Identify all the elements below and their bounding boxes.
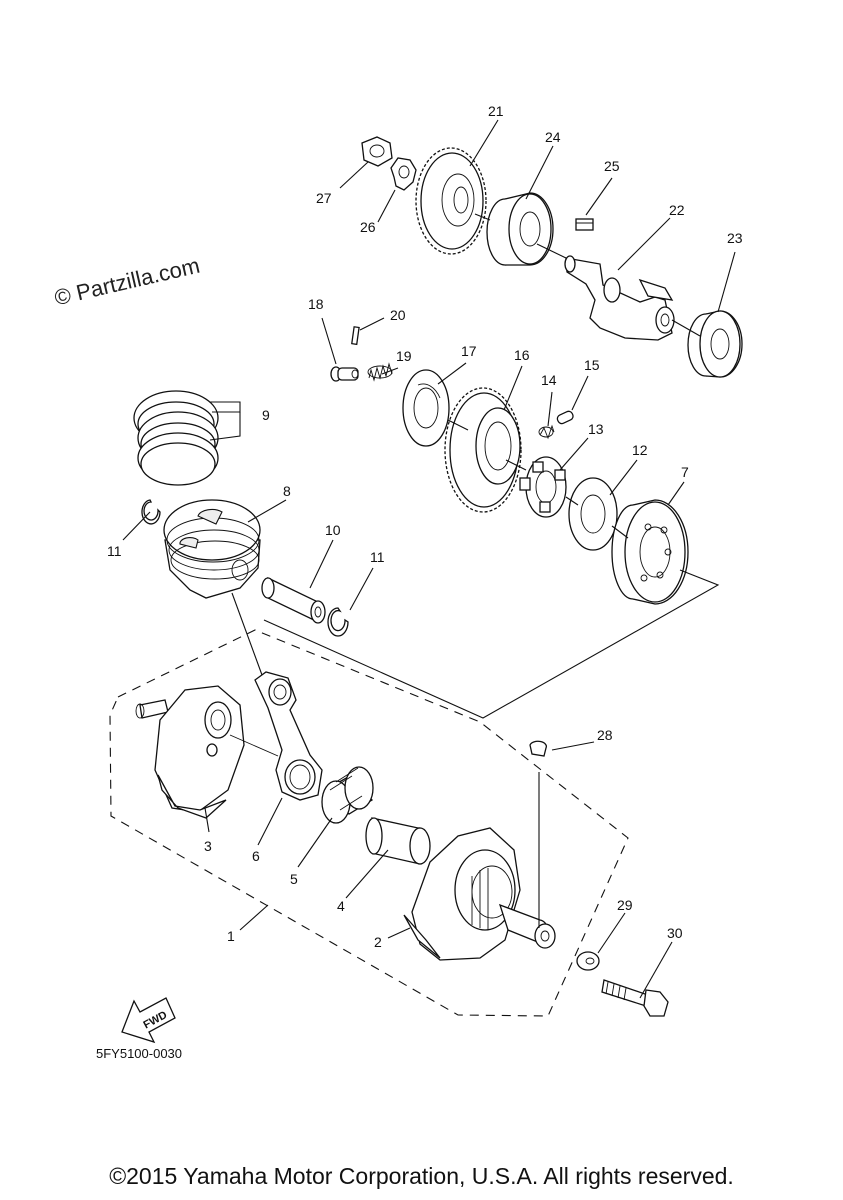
plate-17 bbox=[402, 369, 450, 447]
nut-27 bbox=[361, 136, 393, 167]
callout-15: 15 bbox=[584, 357, 600, 373]
washer-29 bbox=[576, 951, 600, 971]
callout-6: 6 bbox=[252, 848, 260, 864]
one-way-clutch-13 bbox=[519, 456, 567, 518]
callout-1: 1 bbox=[227, 928, 235, 944]
diagram-code: 5FY5100-0030 bbox=[96, 1046, 183, 1061]
clip-11b bbox=[327, 607, 349, 637]
callout-9: 9 bbox=[262, 407, 270, 423]
bolt-30 bbox=[601, 979, 669, 1017]
callout-leaders bbox=[122, 119, 736, 999]
callout-25: 25 bbox=[604, 158, 620, 174]
balancer-shaft-22 bbox=[564, 255, 675, 341]
pin-20 bbox=[351, 326, 360, 346]
plate-12 bbox=[568, 477, 618, 551]
callout-23: 23 bbox=[727, 230, 743, 246]
callout-22: 22 bbox=[669, 202, 685, 218]
crank-wheel-2 bbox=[403, 827, 556, 961]
callout-30: 30 bbox=[667, 925, 683, 941]
key-28 bbox=[529, 740, 547, 757]
bearing-23 bbox=[687, 310, 743, 378]
copyright-notice: ©2015 Yamaha Motor Corporation, U.S.A. A… bbox=[109, 1163, 734, 1189]
crank-pin-4 bbox=[365, 817, 431, 865]
callout-labels: 1 2 3 4 5 6 7 8 9 10 11 11 12 13 14 15 1… bbox=[107, 103, 743, 950]
callout-27: 27 bbox=[316, 190, 332, 206]
callout-3: 3 bbox=[204, 838, 212, 854]
balancer-gear-21 bbox=[415, 147, 487, 255]
callout-24: 24 bbox=[545, 129, 561, 145]
callout-16: 16 bbox=[514, 347, 530, 363]
crank-wheel-3 bbox=[135, 685, 279, 819]
spring-14 bbox=[538, 424, 555, 440]
callout-20: 20 bbox=[390, 307, 406, 323]
callout-26: 26 bbox=[360, 219, 376, 235]
bearing-7 bbox=[611, 499, 689, 605]
bearing-24 bbox=[486, 192, 554, 266]
callout-17: 17 bbox=[461, 343, 477, 359]
fwd-arrow-icon: FWD bbox=[121, 997, 176, 1044]
callout-11a: 11 bbox=[107, 543, 122, 559]
connecting-rod-6 bbox=[254, 671, 323, 801]
callout-18: 18 bbox=[308, 296, 324, 312]
callout-28: 28 bbox=[597, 727, 613, 743]
clip-11a bbox=[141, 499, 161, 525]
pin-18 bbox=[330, 366, 359, 382]
callout-11b: 11 bbox=[370, 549, 385, 565]
key-25 bbox=[575, 218, 594, 231]
piston-8 bbox=[163, 499, 261, 599]
callout-10: 10 bbox=[325, 522, 341, 538]
callout-4: 4 bbox=[337, 898, 345, 914]
callout-14: 14 bbox=[541, 372, 557, 388]
spring-19 bbox=[367, 362, 393, 382]
callout-21: 21 bbox=[488, 103, 504, 119]
callout-12: 12 bbox=[632, 442, 648, 458]
piston-rings-9 bbox=[133, 390, 219, 486]
bearing-5 bbox=[321, 766, 374, 824]
callout-2: 2 bbox=[374, 934, 382, 950]
plunger-15 bbox=[556, 410, 574, 425]
gear-16 bbox=[444, 387, 522, 513]
callout-8: 8 bbox=[283, 483, 291, 499]
callout-7: 7 bbox=[681, 464, 689, 480]
callout-29: 29 bbox=[617, 897, 633, 913]
callout-5: 5 bbox=[290, 871, 298, 887]
piston-pin-10 bbox=[261, 576, 326, 624]
lock-washer-26 bbox=[390, 157, 417, 191]
callout-13: 13 bbox=[588, 421, 604, 437]
callout-19: 19 bbox=[396, 348, 412, 364]
